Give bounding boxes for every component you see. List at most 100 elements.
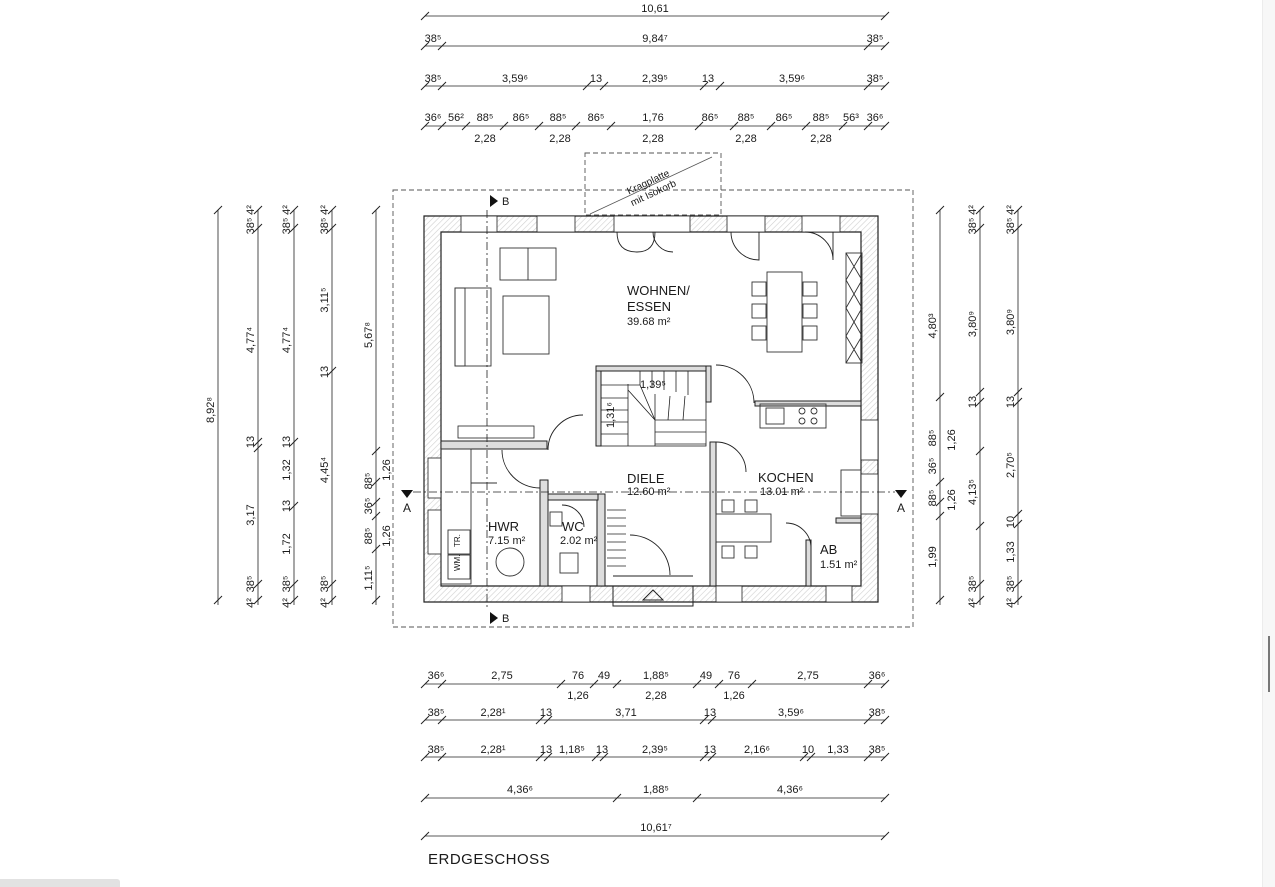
dim-label: 88⁵ xyxy=(813,112,830,124)
room-name-wc: WC xyxy=(562,519,584,534)
dim-label: 1,26 xyxy=(946,489,958,510)
tr-label: TR. xyxy=(453,534,462,547)
room-name-wohnen: WOHNEN/ xyxy=(627,283,690,298)
dim-label: 36⁶ xyxy=(869,670,886,682)
dim-label: 1,88⁵ xyxy=(643,670,669,682)
window xyxy=(457,425,535,439)
left-dimension-labels: 8,92⁸ 4² 38⁵ 4,77⁴ 13 3,17 38⁵ 4² 4² 38⁵… xyxy=(205,205,393,608)
bottom-dimension-chains xyxy=(420,679,890,841)
dim-label: 9,84⁷ xyxy=(642,33,667,45)
dim-label: 4,13⁵ xyxy=(967,479,979,505)
dim-label: 1,26 xyxy=(567,690,588,702)
room-name-diele: DIELE xyxy=(627,471,665,486)
washing-machine xyxy=(447,554,471,580)
dim-label: 88⁵ xyxy=(927,430,939,447)
room-name-ab: AB xyxy=(820,542,837,557)
dim-label: 88⁵ xyxy=(927,490,939,507)
dim-label: 38⁵ xyxy=(245,218,257,235)
dim-label: 13 xyxy=(319,366,331,378)
room-name-hwr: HWR xyxy=(488,519,519,534)
door-swing xyxy=(501,449,541,489)
right-dimension-chains xyxy=(935,205,1023,605)
dim-label: 38⁵ xyxy=(967,218,979,235)
top-dimension-chains xyxy=(420,11,890,131)
stair-dim-label: 1,31⁶ xyxy=(605,402,617,428)
dim-label: 38⁵ xyxy=(425,73,442,85)
section-b-label-bottom: B xyxy=(502,613,509,625)
dim-label: 1,11⁵ xyxy=(363,565,375,590)
chair xyxy=(751,303,767,319)
dashed-outlines xyxy=(392,152,914,628)
sideboard-pattern xyxy=(845,252,863,364)
dim-label: 38⁵ xyxy=(428,707,445,719)
dim-label: 4,77⁴ xyxy=(245,327,257,353)
top-dimension-labels: 10,61 38⁵ 9,84⁷ 38⁵ 38⁵ 3,59⁶ 13 2,39⁵ 1… xyxy=(425,3,884,145)
dim-label: 38⁵ xyxy=(869,707,886,719)
dim-label: 3,59⁶ xyxy=(502,73,528,85)
wall-stair-right xyxy=(705,365,712,403)
sofa xyxy=(454,287,492,367)
wall-stair-top xyxy=(595,365,711,372)
door-swing xyxy=(561,504,585,528)
wc-basin xyxy=(549,511,563,527)
left-dimension-chains xyxy=(213,205,381,605)
stair-dim-label: 1,39⁵ xyxy=(640,379,666,391)
dim-label: 1,33 xyxy=(1005,541,1017,562)
window xyxy=(561,585,591,603)
stair-lower-flight xyxy=(607,509,626,567)
dim-label: 4² xyxy=(245,205,257,215)
section-a-arrow-left xyxy=(401,490,413,498)
hob-burner xyxy=(810,407,818,415)
dim-label: 2,39⁵ xyxy=(642,744,668,756)
dim-label: 38⁵ xyxy=(428,744,445,756)
scrollbar-track[interactable] xyxy=(1262,0,1275,887)
wall-kitchen-top xyxy=(754,400,862,407)
dim-label: 49 xyxy=(700,670,712,682)
window xyxy=(460,215,498,233)
dim-label: 3,80⁹ xyxy=(1005,309,1017,335)
dim-label: 13 xyxy=(281,436,293,448)
dim-label: 4,36⁶ xyxy=(507,784,533,796)
dim-label: 88⁵ xyxy=(363,528,375,545)
section-a-label-left: A xyxy=(403,501,411,515)
dim-label: 38⁵ xyxy=(869,744,886,756)
room-area-wohnen: 39.68 m² xyxy=(627,316,671,328)
dim-label: 2,28 xyxy=(810,133,831,145)
dim-label: 76 xyxy=(572,670,584,682)
dim-label: 1,32 xyxy=(281,459,293,480)
dim-label: 38⁵ xyxy=(281,218,293,235)
section-a-label-right: A xyxy=(897,501,905,515)
kitchen-counter xyxy=(759,403,827,429)
dim-label: 88⁵ xyxy=(363,473,375,490)
balcony-diagonal xyxy=(589,156,713,215)
entrance-step xyxy=(612,585,694,607)
dim-label: 13 xyxy=(245,436,257,448)
dim-label: 1,18⁵ xyxy=(559,744,585,756)
chair xyxy=(721,499,735,513)
window xyxy=(536,215,576,233)
dim-label: 2,28 xyxy=(642,133,663,145)
dim-label: 4,77⁴ xyxy=(281,327,293,353)
dim-label: 10,61 xyxy=(641,3,669,15)
window xyxy=(613,215,691,233)
dim-label: 2,28 xyxy=(549,133,570,145)
dim-label: 86⁵ xyxy=(513,112,530,124)
scrollbar-thumb[interactable] xyxy=(1268,636,1270,692)
dim-label: 38⁵ xyxy=(319,576,331,593)
door-swing xyxy=(804,231,834,261)
wall-wc-right xyxy=(596,493,606,587)
section-b-arrow-top xyxy=(490,195,498,207)
dim-label: 36⁵ xyxy=(363,498,375,515)
bottom-dimension-labels: 36⁶ 2,75 76 49 1,88⁵ 49 76 2,75 36⁶ 1,26… xyxy=(428,670,886,834)
dim-label: 38⁵ xyxy=(867,73,884,85)
dim-label: 1,26 xyxy=(381,525,393,546)
dim-label: 13 xyxy=(281,500,293,512)
chair xyxy=(802,325,818,341)
dim-label: 1,76 xyxy=(642,112,663,124)
door-swing xyxy=(730,231,760,261)
wall-wc-top xyxy=(547,493,599,501)
side-windows xyxy=(427,419,879,555)
hwr-cabinet xyxy=(440,448,472,585)
dim-label: 38⁵ xyxy=(1005,218,1017,235)
room-area-ab: 1.51 m² xyxy=(820,559,858,571)
